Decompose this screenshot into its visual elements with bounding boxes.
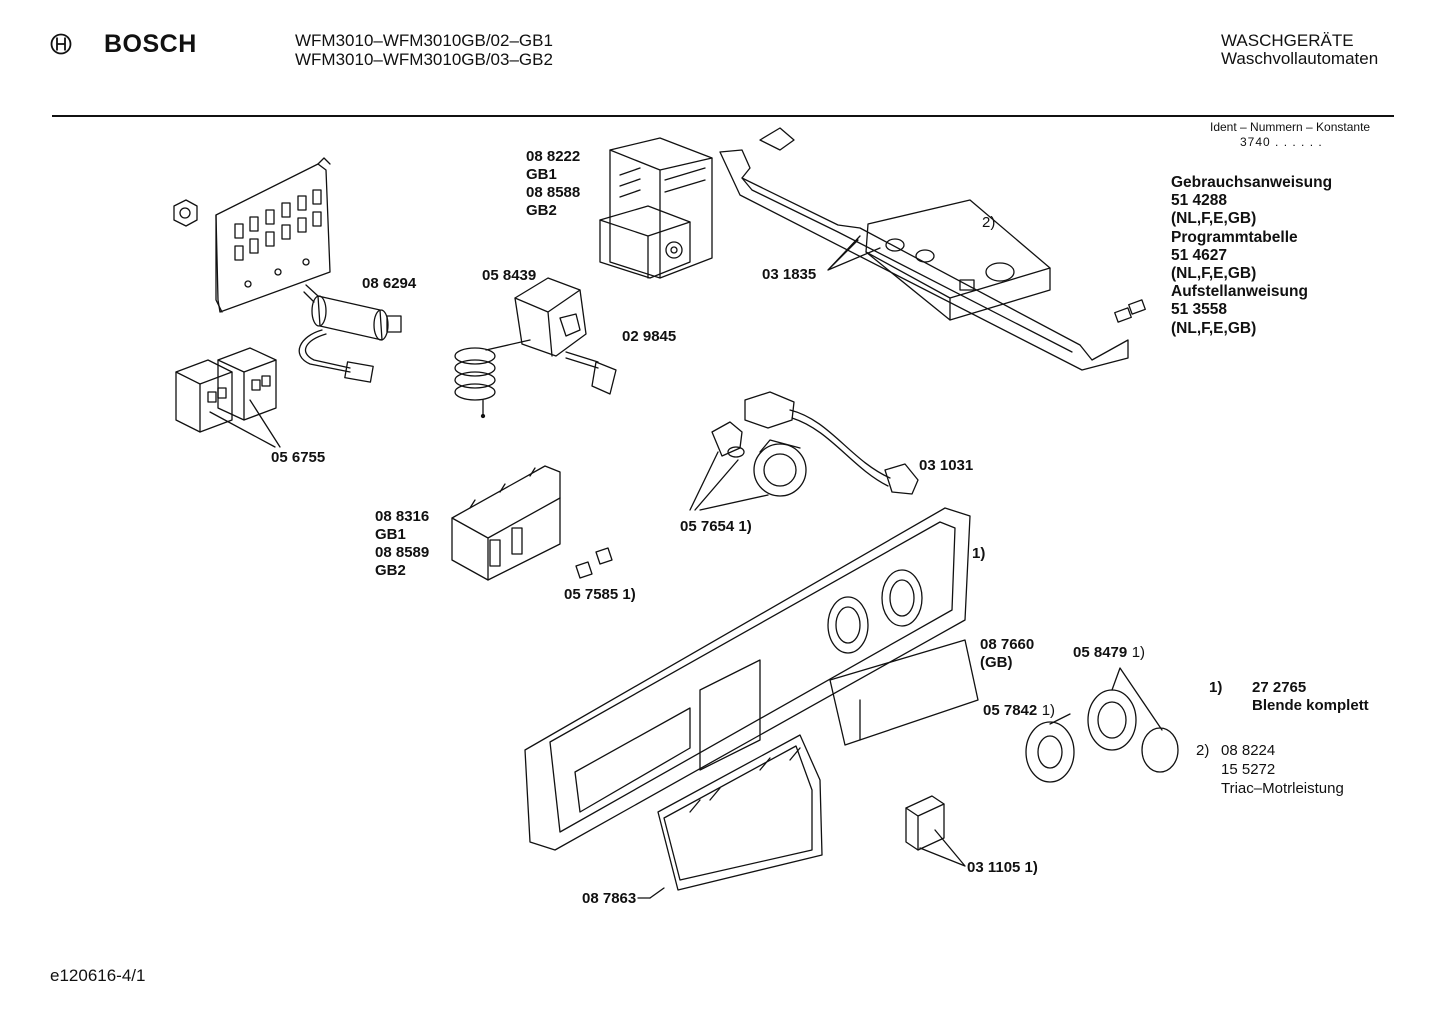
note-2-marker-drawing: 2) bbox=[982, 214, 996, 231]
part-label-058479: 05 8479 bbox=[1073, 644, 1128, 661]
note-1-text: Blende komplett bbox=[1252, 697, 1369, 714]
subcategory-title: Waschvollautomaten bbox=[1221, 49, 1379, 68]
part-label-029845: 02 9845 bbox=[622, 328, 677, 345]
part-label-031031: 03 1031 bbox=[919, 457, 974, 474]
part-label-058479-wrap: 05 8479 1) bbox=[1073, 644, 1145, 662]
note-2-line-2: 15 5272 bbox=[1221, 761, 1276, 778]
part-label-057654: 05 7654 1) bbox=[680, 518, 752, 535]
part-label-087660-variant: (GB) bbox=[980, 654, 1013, 671]
timer-unit-drawing bbox=[600, 138, 712, 278]
bracket-plate-drawing bbox=[216, 158, 330, 312]
detergent-drawer-front-drawing bbox=[650, 735, 822, 898]
brand-name: BOSCH bbox=[104, 30, 197, 58]
note-1-marker: 1) bbox=[1209, 679, 1223, 696]
doc-languages-aufstellanweisung: (NL,F,E,GB) bbox=[1171, 319, 1257, 337]
doc-title-programmtabelle: Programmtabelle bbox=[1171, 228, 1298, 246]
switch-module-drawing bbox=[906, 796, 965, 866]
part-label-088589-number: 08 8589 bbox=[375, 544, 430, 561]
part-label-088222: 08 8222 GB1 08 8588 GB2 bbox=[526, 148, 580, 220]
part-label-056755: 05 6755 bbox=[271, 449, 326, 466]
part-label-088316-number: 08 8316 bbox=[375, 508, 430, 525]
doc-languages-gebrauchsanweisung: (NL,F,E,GB) bbox=[1171, 210, 1257, 228]
part-label-058479-note: 1) bbox=[1131, 644, 1146, 661]
part-label-088588-number: 08 8588 bbox=[526, 184, 581, 201]
note-2-line-1: 08 8224 bbox=[1221, 742, 1276, 759]
doc-title-gebrauchsanweisung: Gebrauchsanweisung bbox=[1171, 174, 1333, 191]
suppressor-filter-drawing bbox=[299, 285, 401, 382]
part-label-057842: 05 7842 bbox=[983, 702, 1038, 719]
note-2-marker: 2) bbox=[1196, 742, 1210, 759]
note-1-marker-drawing: 1) bbox=[972, 545, 986, 562]
doc-title-aufstellanweisung: Aufstellanweisung bbox=[1171, 283, 1308, 301]
part-label-088316: 08 8316 GB1 08 8589 GB2 bbox=[375, 508, 429, 580]
footer-code: e120616-4/1 bbox=[50, 966, 146, 985]
part-label-088589-variant: GB2 bbox=[375, 562, 406, 579]
ident-label: Ident – Nummern – Konstante bbox=[1210, 120, 1371, 134]
cable-harness-drawing bbox=[745, 392, 918, 494]
part-label-088222-variant: GB1 bbox=[526, 166, 557, 183]
fascia-panel-drawing bbox=[525, 508, 970, 850]
doc-number-gebrauchsanweisung: 51 4288 bbox=[1171, 192, 1228, 210]
control-pcb-drawing bbox=[452, 466, 560, 580]
pressure-switch-drawing bbox=[690, 422, 806, 510]
category-title: WASCHGERÄTE bbox=[1221, 31, 1354, 50]
part-label-058439: 05 8439 bbox=[482, 267, 537, 284]
door-lock-drawing bbox=[455, 278, 616, 418]
part-label-057585: 05 7585 1) bbox=[564, 586, 636, 603]
note-2-line-3: Triac–Motrleistung bbox=[1221, 780, 1344, 797]
ident-value: 3740 . . . . . . bbox=[1240, 135, 1323, 149]
part-label-087863: 08 7863 bbox=[582, 890, 637, 907]
bosch-logo-icon bbox=[50, 33, 72, 55]
part-label-087660: 08 7660 (GB) bbox=[980, 636, 1034, 672]
doc-number-aufstellanweisung: 51 3558 bbox=[1171, 301, 1228, 319]
hex-nut-drawing bbox=[174, 200, 197, 226]
rating-plate-drawing bbox=[830, 640, 978, 745]
relay-pair-drawing bbox=[176, 348, 280, 447]
part-label-057842-wrap: 05 7842 1) bbox=[983, 702, 1055, 720]
header-divider bbox=[52, 115, 1394, 117]
part-label-088588-variant: GB2 bbox=[526, 202, 557, 219]
doc-number-programmtabelle: 51 4627 bbox=[1171, 246, 1228, 264]
part-label-031835: 03 1835 bbox=[762, 266, 817, 283]
part-label-088316-variant: GB1 bbox=[375, 526, 406, 543]
doc-languages-programmtabelle: (NL,F,E,GB) bbox=[1171, 265, 1257, 283]
documents-list: Gebrauchsanweisung 51 4288 (NL,F,E,GB) P… bbox=[1171, 174, 1332, 338]
electronic-module-drawing bbox=[720, 128, 1145, 370]
part-label-087660-number: 08 7660 bbox=[980, 636, 1035, 653]
part-label-088222-number: 08 8222 bbox=[526, 148, 581, 165]
model-line-2: WFM3010–WFM3010GB/03–GB2 bbox=[295, 50, 553, 69]
part-label-057842-note: 1) bbox=[1041, 702, 1056, 719]
part-label-031105: 03 1105 1) bbox=[967, 859, 1038, 876]
note-1-number: 27 2765 bbox=[1252, 679, 1307, 696]
selector-knobs-drawing bbox=[1026, 668, 1178, 782]
clip-parts-drawing bbox=[576, 548, 612, 578]
model-line-1: WFM3010–WFM3010GB/02–GB1 bbox=[295, 31, 553, 50]
part-label-086294: 08 6294 bbox=[362, 275, 417, 292]
